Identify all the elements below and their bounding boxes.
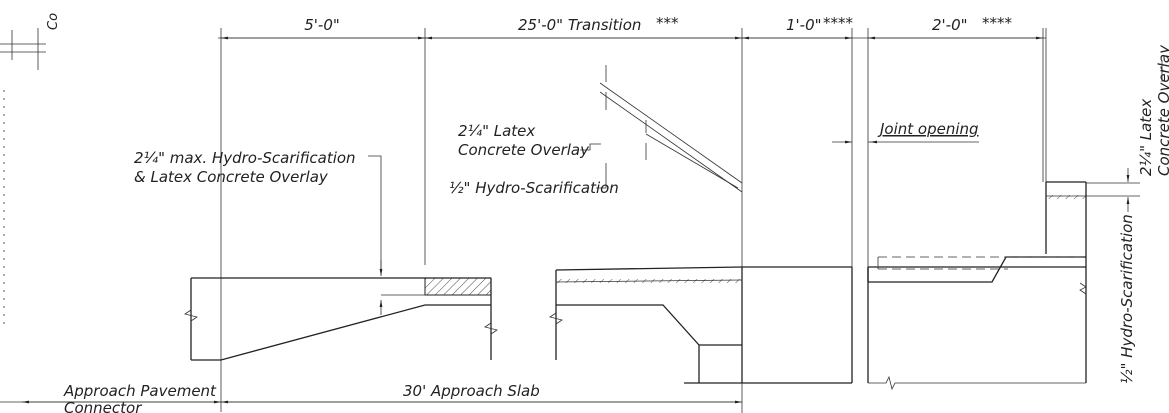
joint-opening-label: Joint opening [877,120,979,138]
top-left-fragment: Co [0,13,61,70]
top-dimension-chain [218,28,1047,412]
hydro-max-callout-line2: & Latex Concrete Overlay [134,168,329,186]
dimension-25ft-note-mark: *** [656,14,679,32]
right-half-hydro-callout: ½" Hydro-Scarification [1118,214,1136,384]
left-slab-segment [184,277,498,361]
hydro-scarification-hatched-area [424,277,492,296]
half-hydro-callout: ½" Hydro-Scarification [449,179,619,197]
hydro-max-callout-line1: 2¼" max. Hydro-Scarification [134,149,356,167]
approach-pavement-label-line2: Connector [64,399,142,413]
approach-pavement-label-line1: Approach Pavement [63,382,217,400]
dimension-5ft: 5'-0" [304,16,340,34]
top-left-fragment-label: Co [46,13,61,30]
dimension-25ft-transition: 25'-0" Transition [518,16,641,34]
transition-slab-segment [549,65,852,384]
hydro-max-leader [368,155,382,274]
dimension-2ft: 2'-0" [932,16,968,34]
right-latex-callout-line1: 2¼" Latex [1137,99,1155,176]
latex-overlay-callout-line1: 2¼" Latex [458,122,535,140]
bottom-dimension-line [0,383,743,413]
dimension-1ft-note-mark: **** [823,14,854,32]
approach-slab-label: 30' Approach Slab [403,382,540,400]
right-latex-callout-line2: Concrete Overlay [1155,44,1169,176]
right-slab-segment [851,168,1140,391]
dimension-2ft-note-mark: **** [982,14,1013,32]
latex-overlay-callout-line2: Concrete Overlay [458,141,590,159]
dimension-1ft: 1'-0" [786,16,822,34]
